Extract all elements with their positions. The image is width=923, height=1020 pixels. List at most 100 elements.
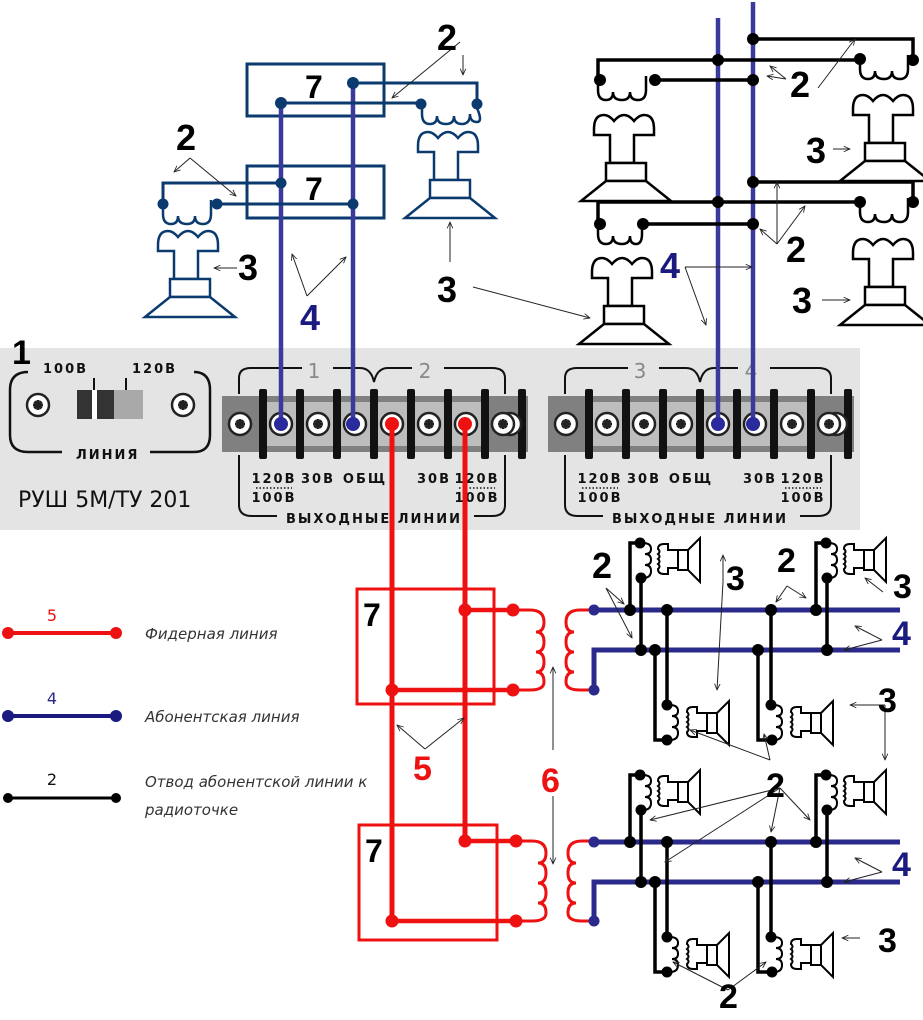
callout-subscriber-line: 4 (892, 846, 911, 884)
callout-branch: 2 (176, 117, 196, 158)
callout-arrow (844, 871, 883, 882)
legend-item-branch: 2 Отвод абонентской линии к радиоточке (3, 770, 367, 819)
speaker-icon (790, 700, 834, 746)
terminal-screw[interactable] (305, 411, 331, 437)
callout-arrow (786, 585, 806, 598)
speaker-icon (843, 537, 887, 583)
terminal-connection-dot (711, 417, 725, 431)
callout-arrow (855, 858, 883, 873)
callout-arrow (865, 578, 884, 593)
legend-label: Абонентская линия (144, 708, 299, 726)
terminal-screw[interactable] (816, 411, 842, 437)
callout-speaker: 3 (878, 922, 897, 960)
speaker-icon (686, 700, 730, 746)
junction-box-label: 7 (363, 597, 381, 633)
output-group-number: 2 (419, 359, 432, 383)
terminal-label: 30В (417, 472, 451, 487)
callout-arrow (764, 734, 771, 761)
callout-speaker: 3 (878, 682, 897, 720)
junction-box (357, 823, 499, 942)
speaker-icon (686, 932, 730, 978)
terminal-connection-dot (385, 417, 399, 431)
screw-icon (25, 392, 51, 418)
callout-arrow (605, 587, 624, 604)
terminal-label: 30В (301, 472, 335, 487)
terminal-screw[interactable] (631, 411, 657, 437)
strip-caption: ВЫХОДНЫЕ ЛИНИИ (286, 512, 462, 527)
callout-transformer: 6 (541, 762, 560, 800)
legend-item-subscriber: 4 Абонентская линия (2, 689, 299, 726)
legend-number: 4 (47, 689, 57, 708)
output-group-number: 3 (634, 359, 647, 383)
callout-branch: 2 (719, 978, 738, 1016)
callout-branch: 2 (786, 229, 806, 270)
callout-branch: 2 (437, 17, 457, 58)
junction-box-label: 7 (365, 833, 383, 869)
junction-box (245, 164, 386, 220)
speaker-icon (838, 237, 923, 327)
callout-speaker: 3 (893, 568, 912, 606)
callout-branch: 2 (592, 545, 612, 586)
panel-ref-number: 1 (12, 334, 31, 372)
switch-label-100v: 100В (43, 362, 88, 377)
terminal-screw[interactable] (779, 411, 805, 437)
callout-branch: 2 (777, 542, 796, 580)
terminal-label: 100В (251, 491, 296, 506)
feeder-group: 7 7 (355, 423, 596, 942)
terminal-label: ОБЩ (343, 472, 387, 487)
callout-arrow (690, 730, 771, 761)
callout-subscriber-line: 4 (300, 297, 320, 338)
junction-box (245, 62, 386, 118)
terminal-screw[interactable] (416, 411, 442, 437)
terminal-screw[interactable] (490, 411, 516, 437)
terminal-screw[interactable] (668, 411, 694, 437)
speaker-icon (843, 769, 887, 815)
terminal-connection-dot (746, 417, 760, 431)
terminal-label: 100В (577, 491, 622, 506)
speaker-icon (657, 769, 701, 815)
terminal-label: 100В (780, 491, 825, 506)
callout-arrow (771, 787, 781, 832)
callout-speaker: 3 (238, 247, 258, 288)
switch-caption: ЛИНИЯ (76, 448, 139, 463)
switch-bracket (8, 370, 212, 454)
screw-icon (227, 411, 253, 437)
junction-box (355, 587, 496, 706)
terminal-label: 120В (251, 472, 296, 487)
top-left-subscriber-group: 7 7 (143, 62, 497, 423)
terminal-screw[interactable] (594, 411, 620, 437)
terminal-connection-dot (458, 417, 472, 431)
top-right-subscriber-group (577, 2, 923, 423)
terminal-strip: 34120В100В30ВОБЩ30В120В100ВВЫХОДНЫЕ ЛИНИ… (548, 359, 854, 527)
output-group-number: 1 (308, 359, 321, 383)
terminal-label: 120В (780, 472, 825, 487)
callout-arrow (844, 639, 883, 650)
legend-label: Отвод абонентской линии к (145, 773, 367, 791)
callout-subscriber-line: 4 (660, 245, 680, 286)
callout-arrow (779, 787, 810, 820)
callout-arrow (650, 787, 781, 820)
speaker-icon (143, 229, 237, 319)
callout-arrow (605, 587, 632, 638)
legend: 5 Фидерная линия 4 Абонентская линия 2 О… (2, 606, 367, 819)
screw-icon (553, 411, 579, 437)
screw-icon (170, 392, 196, 418)
terminal-connection-dot (274, 417, 288, 431)
callout-subscriber-line: 4 (892, 615, 911, 653)
callout-speaker: 3 (806, 130, 826, 171)
speaker-icon (577, 256, 671, 346)
callout-speaker: 3 (437, 269, 457, 310)
speaker-icon (657, 537, 701, 583)
terminal-label: 30В (743, 472, 777, 487)
callout-arrow (665, 787, 781, 862)
speaker-icon (838, 93, 923, 183)
terminal-label: ОБЩ (669, 472, 713, 487)
junction-box-label: 7 (305, 69, 323, 105)
callout-arrow (727, 962, 766, 991)
terminal-label: 120В (454, 472, 499, 487)
legend-label-cont: радиоточке (144, 801, 238, 819)
panel-model: РУШ 5М/ТУ 201 (18, 488, 191, 513)
voltage-switch[interactable] (77, 378, 143, 419)
